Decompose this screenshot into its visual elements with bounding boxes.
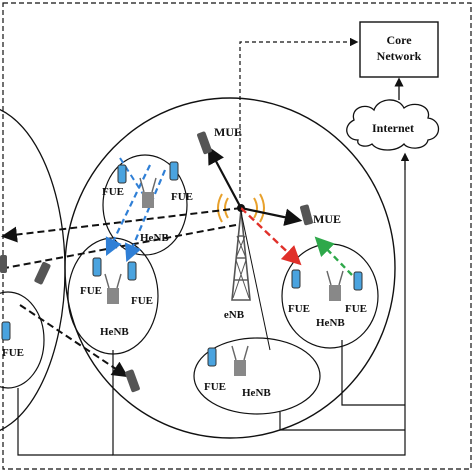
mue-top-label: MUE — [214, 125, 242, 139]
henb-interference-green-link — [314, 236, 353, 276]
enb-label: eNB — [224, 309, 245, 321]
backhaul-line-neighbor — [17, 388, 113, 456]
enb-to-neighbor-dashed-1 — [1, 207, 242, 243]
mobile-phone-icon — [1, 161, 363, 367]
neighbor-macro-cell — [0, 108, 66, 432]
fue-r-a-label: FUE — [288, 303, 310, 315]
henb-ml-label: HeNB — [100, 326, 129, 338]
fue-tl-a-label: FUE — [102, 186, 124, 198]
blue-link-1 — [105, 164, 151, 256]
henb-r-label: HeNB — [316, 317, 345, 329]
fue-ml-a-label: FUE — [80, 285, 102, 297]
internet-label: Internet — [372, 121, 414, 135]
femto-cell-bottom — [193, 337, 321, 415]
enb-to-mue-right-link — [240, 206, 303, 226]
core-network-label-1: Core — [386, 33, 412, 47]
enb-to-bottom-femto-line — [240, 211, 271, 351]
fue-ml-b-label: FUE — [131, 295, 153, 307]
fue-tl-b-label: FUE — [171, 191, 193, 203]
cloud-icon — [346, 99, 440, 151]
backhaul-line-main — [112, 155, 406, 456]
henb-tl-label: HeNB — [140, 232, 169, 244]
fue-r-b-label: FUE — [345, 303, 367, 315]
backhaul-line-bottom-femto — [279, 412, 405, 431]
backhaul-line-right-femto — [341, 340, 405, 406]
core-network-box — [359, 21, 439, 78]
enb-core-dashed-link — [239, 37, 359, 198]
main-macro-cell — [64, 97, 396, 439]
neighbor-femto-cell — [0, 291, 45, 389]
base-station-tower-icon — [217, 193, 265, 301]
neighbor-to-mue-dashed — [19, 304, 129, 378]
mobile-phone-icon — [0, 131, 313, 393]
enb-to-mue-top-link — [207, 146, 242, 209]
femtocell-router-icon — [104, 177, 344, 376]
core-network-label-2: Network — [377, 49, 422, 63]
fue-b-label: FUE — [204, 381, 226, 393]
mue-right-label: MUE — [313, 212, 341, 226]
henb-b-label: HeNB — [242, 387, 271, 399]
fue-far-left-label: FUE — [2, 347, 24, 359]
enb-interference-red-link — [240, 207, 302, 266]
enb-to-neighbor-dashed-2 — [4, 224, 237, 269]
blue-link-2 — [125, 169, 167, 263]
